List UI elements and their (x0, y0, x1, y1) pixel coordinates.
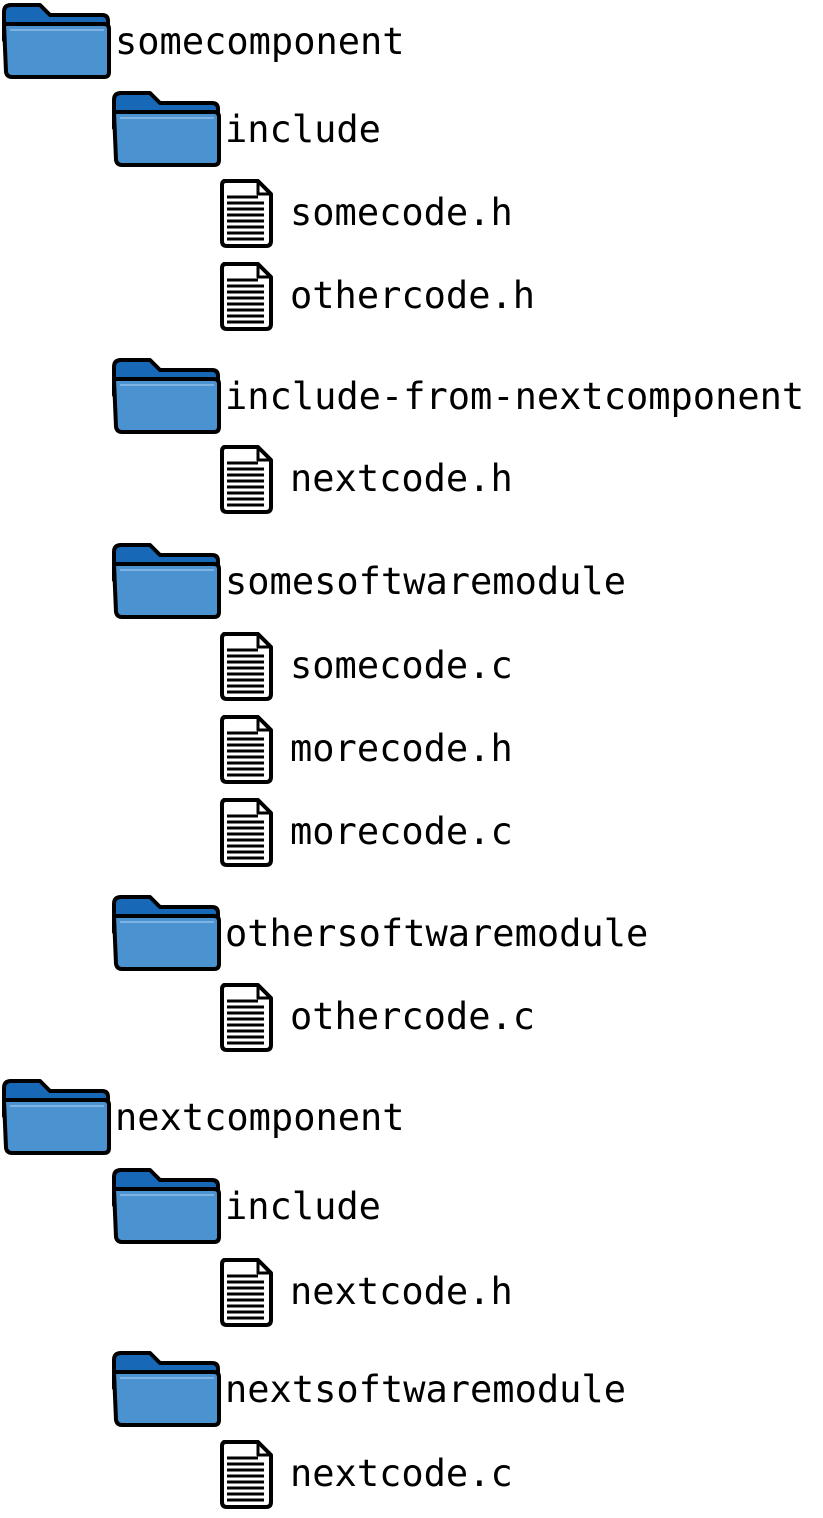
file-name: othercode.c (290, 995, 536, 1038)
file-name: morecode.h (290, 727, 513, 770)
file-icon (220, 983, 273, 1052)
folder-icon (112, 1351, 221, 1427)
folder-name: include (225, 108, 381, 151)
folder-icon (2, 1079, 111, 1155)
file-icon (220, 445, 273, 514)
folder-icon (112, 1168, 221, 1244)
folder-name: nextsoftwaremodule (225, 1368, 626, 1411)
folder-icon (112, 895, 221, 971)
folder-name: nextcomponent (115, 1096, 405, 1139)
file-icon (220, 1440, 273, 1509)
file-name: nextcode.h (290, 1270, 513, 1313)
folder-name: include (225, 1185, 381, 1228)
folder-name: include-from-nextcomponent (225, 375, 805, 418)
file-icon (220, 632, 273, 701)
folder-name: othersoftwaremodule (225, 912, 649, 955)
file-icon (220, 715, 273, 784)
folder-icon (2, 3, 111, 79)
folder-name: somesoftwaremodule (225, 560, 626, 603)
file-name: somecode.c (290, 644, 513, 687)
file-icon (220, 262, 273, 331)
file-name: nextcode.c (290, 1452, 513, 1495)
folder-icon (112, 543, 221, 619)
file-name: morecode.c (290, 810, 513, 853)
folder-name: somecomponent (115, 20, 405, 63)
file-icon (220, 179, 273, 248)
file-icon (220, 1258, 273, 1327)
file-name: nextcode.h (290, 457, 513, 500)
file-icon (220, 798, 273, 867)
file-name: somecode.h (290, 191, 513, 234)
folder-icon (112, 91, 221, 167)
file-name: othercode.h (290, 274, 536, 317)
folder-icon (112, 358, 221, 434)
